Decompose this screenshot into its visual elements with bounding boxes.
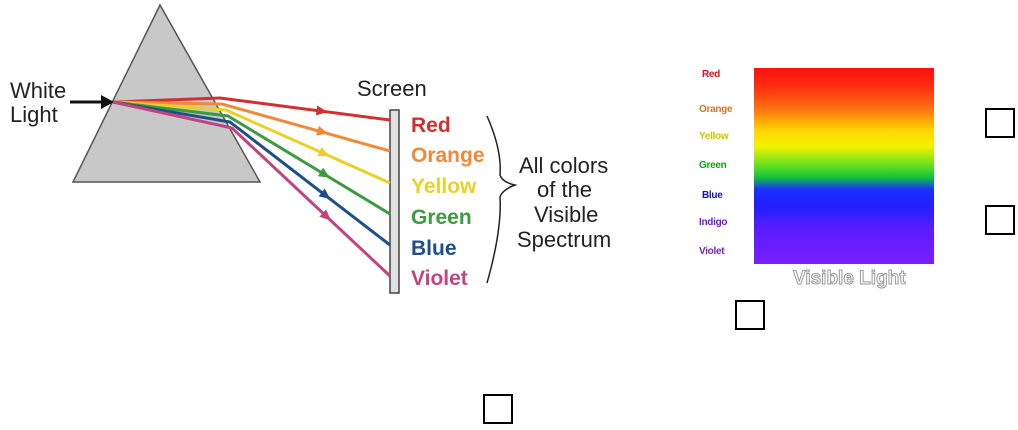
checkbox-bottom-center[interactable] xyxy=(483,394,513,424)
ray-arrowhead-orange xyxy=(316,125,329,136)
summary-line4: Spectrum xyxy=(517,227,612,252)
prism-triangle xyxy=(71,3,262,183)
ray-arrowhead-red xyxy=(315,105,328,116)
color-label-red: Red xyxy=(411,114,451,137)
color-label-blue: Blue xyxy=(411,237,457,260)
ray-arrowhead-violet xyxy=(319,209,331,221)
summary-line1: All colors xyxy=(519,153,609,178)
ray-red xyxy=(112,96,391,122)
spectrum-label-red: Red xyxy=(702,69,720,80)
screen-bar xyxy=(389,109,400,294)
ray-orange xyxy=(112,100,391,153)
ray-arrowhead-yellow xyxy=(317,146,330,157)
ray-green xyxy=(112,100,391,216)
color-label-yellow: Yellow xyxy=(411,175,477,198)
visible-spectrum-gradient xyxy=(754,68,934,264)
spectrum-label-green: Green xyxy=(699,160,727,171)
checkbox-right-top[interactable] xyxy=(985,108,1015,138)
color-label-orange: Orange xyxy=(411,144,485,167)
white-light-label-line1: White xyxy=(10,78,67,103)
spectrum-label-indigo: Indigo xyxy=(699,217,728,228)
ray-arrowhead-green xyxy=(317,167,330,178)
ray-violet xyxy=(112,100,392,278)
ray-blue xyxy=(112,100,391,247)
color-label-green: Green xyxy=(411,206,472,229)
checkbox-under-spectrum[interactable] xyxy=(735,300,765,330)
spectrum-label-yellow: Yellow xyxy=(699,131,729,142)
prism-diagram xyxy=(70,3,518,294)
spectrum-label-blue: Blue xyxy=(702,190,723,201)
summary-line2: of the xyxy=(537,177,593,202)
summary-line3: Visible xyxy=(534,202,599,227)
screen-label: Screen xyxy=(357,76,427,101)
white-light-label-line2: Light xyxy=(10,102,58,127)
spectrum-label-violet: Violet xyxy=(699,246,725,257)
spectrum-brace xyxy=(486,115,518,284)
spectrum-caption: Visible Light xyxy=(793,268,907,290)
spectrum-label-orange: Orange xyxy=(699,104,733,115)
color-label-violet: Violet xyxy=(411,267,468,290)
checkbox-right-middle[interactable] xyxy=(985,205,1015,235)
white-light-arrowhead xyxy=(101,95,114,109)
ray-yellow xyxy=(112,100,391,185)
ray-arrowhead-blue xyxy=(318,188,331,200)
